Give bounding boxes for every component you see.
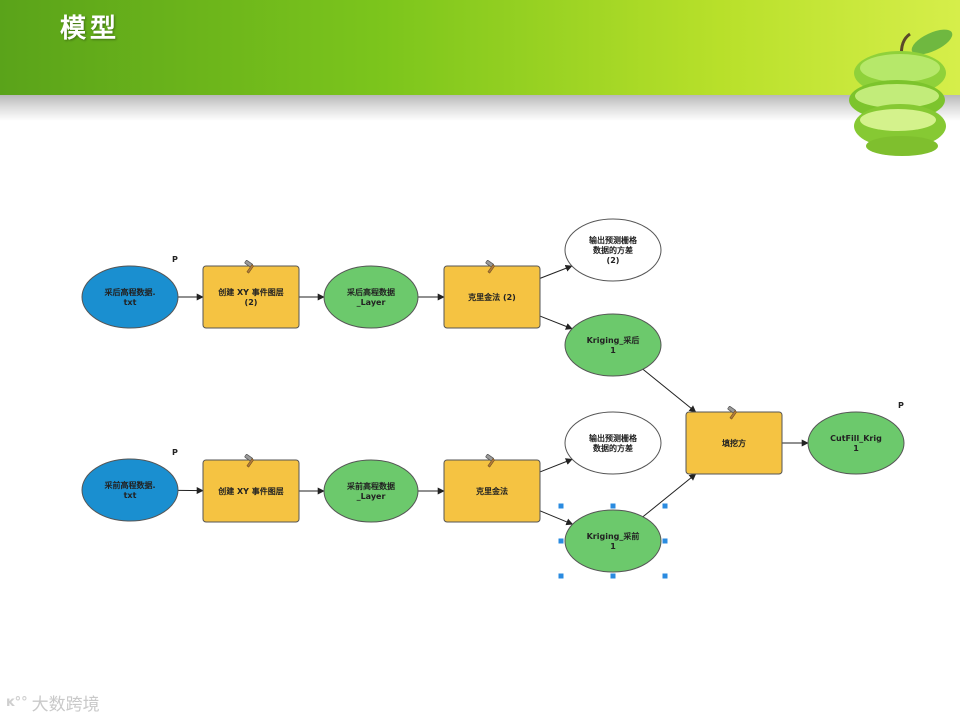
node-tool-krig2[interactable]: 克里金法 (2): [443, 260, 541, 329]
selection-handle[interactable]: [610, 573, 616, 579]
parameter-marker: P: [172, 255, 178, 264]
node-layer-after[interactable]: 采后高程数据_Layer: [323, 265, 419, 329]
connector-tool_krig2-to-out_var2: [539, 264, 573, 279]
node-label: 采后高程数据_Layer: [346, 287, 395, 307]
selection-handle[interactable]: [662, 573, 668, 579]
node-label: 采后高程数据.txt: [103, 287, 155, 307]
slide-title: 模型: [60, 14, 121, 44]
node-in-after[interactable]: 采后高程数据.txt P: [81, 255, 179, 329]
selection-handle[interactable]: [558, 538, 564, 544]
watermark-text: 大数跨境: [31, 695, 100, 715]
watermark: ĸ°° 大数跨境: [6, 690, 100, 715]
node-tool-cutfill[interactable]: 填挖方: [685, 406, 783, 475]
header-shadow: [0, 95, 960, 121]
node-tool-krig[interactable]: 克里金法: [443, 454, 541, 523]
node-tool-xy2[interactable]: 创建 XY 事件图层(2): [202, 260, 300, 329]
connector-krig_before-to-tool_cutfill: [642, 473, 697, 518]
node-label: 采前高程数据_Layer: [346, 481, 395, 501]
selection-handle[interactable]: [610, 503, 616, 509]
parameter-marker: P: [172, 448, 178, 457]
selection-handle[interactable]: [558, 573, 564, 579]
connector-tool_krig2-to-krig_after: [539, 315, 573, 330]
node-layer-before[interactable]: 采前高程数据_Layer: [323, 459, 419, 523]
node-label: 创建 XY 事件图层: [217, 486, 284, 496]
green-apple-icon: [849, 29, 953, 156]
selection-handle[interactable]: [662, 503, 668, 509]
header-band: [0, 0, 960, 95]
node-label: 填挖方: [722, 438, 746, 448]
node-out-var[interactable]: 输出预测栅格数据的方差: [564, 411, 662, 475]
node-out-var2[interactable]: 输出预测栅格数据的方差(2): [564, 218, 662, 282]
connector-krig_after-to-tool_cutfill: [642, 368, 697, 413]
connector-tool_krig-to-krig_before: [539, 510, 574, 526]
connector-tool_krig-to-out_var: [539, 458, 573, 473]
selection-handle[interactable]: [662, 538, 668, 544]
node-label: 克里金法 (2): [468, 292, 516, 302]
selection-handle[interactable]: [558, 503, 564, 509]
watermark-logo: ĸ°°: [6, 695, 28, 710]
node-label: 输出预测栅格数据的方差(2): [589, 235, 638, 265]
node-label: 克里金法: [476, 486, 508, 496]
node-label: 采前高程数据.txt: [103, 480, 155, 500]
node-in-before[interactable]: 采前高程数据.txt P: [81, 448, 179, 522]
node-label: 输出预测栅格数据的方差: [589, 433, 638, 453]
parameter-marker: P: [898, 401, 904, 410]
node-tool-xy[interactable]: 创建 XY 事件图层: [202, 454, 300, 523]
node-label: 创建 XY 事件图层(2): [217, 287, 284, 307]
